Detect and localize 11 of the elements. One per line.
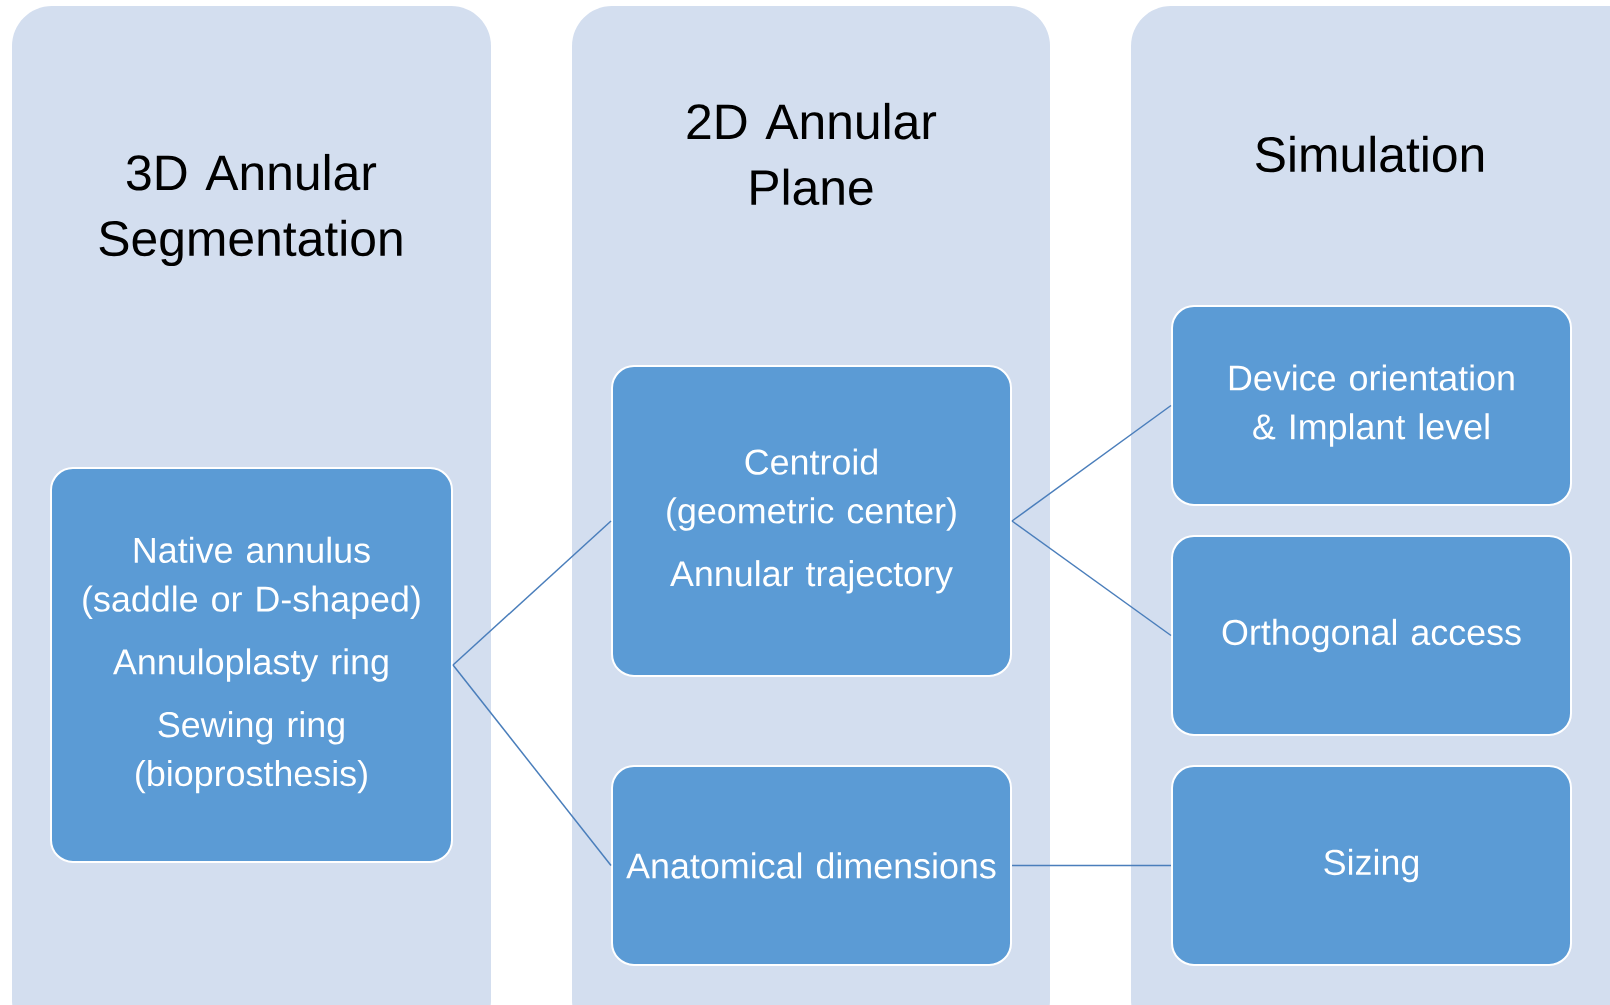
connector-line	[452, 664, 612, 867]
connector-line	[1011, 864, 1172, 867]
connector-line	[1011, 404, 1172, 522]
connector-line	[452, 520, 612, 666]
process-box: Centroid (geometric center) Annular trajectory	[611, 365, 1012, 677]
process-box: Device orientation & Implant level	[1171, 305, 1572, 506]
connector-line	[1011, 520, 1172, 637]
process-box: Anatomical dimensions	[611, 765, 1012, 966]
process-box: Native annulus (saddle or D-shaped) Annuloplasty ring Sewing ring (bioprosthesis)	[50, 467, 453, 863]
process-box: Orthogonal access	[1171, 535, 1572, 736]
process-box: Sizing	[1171, 765, 1572, 966]
